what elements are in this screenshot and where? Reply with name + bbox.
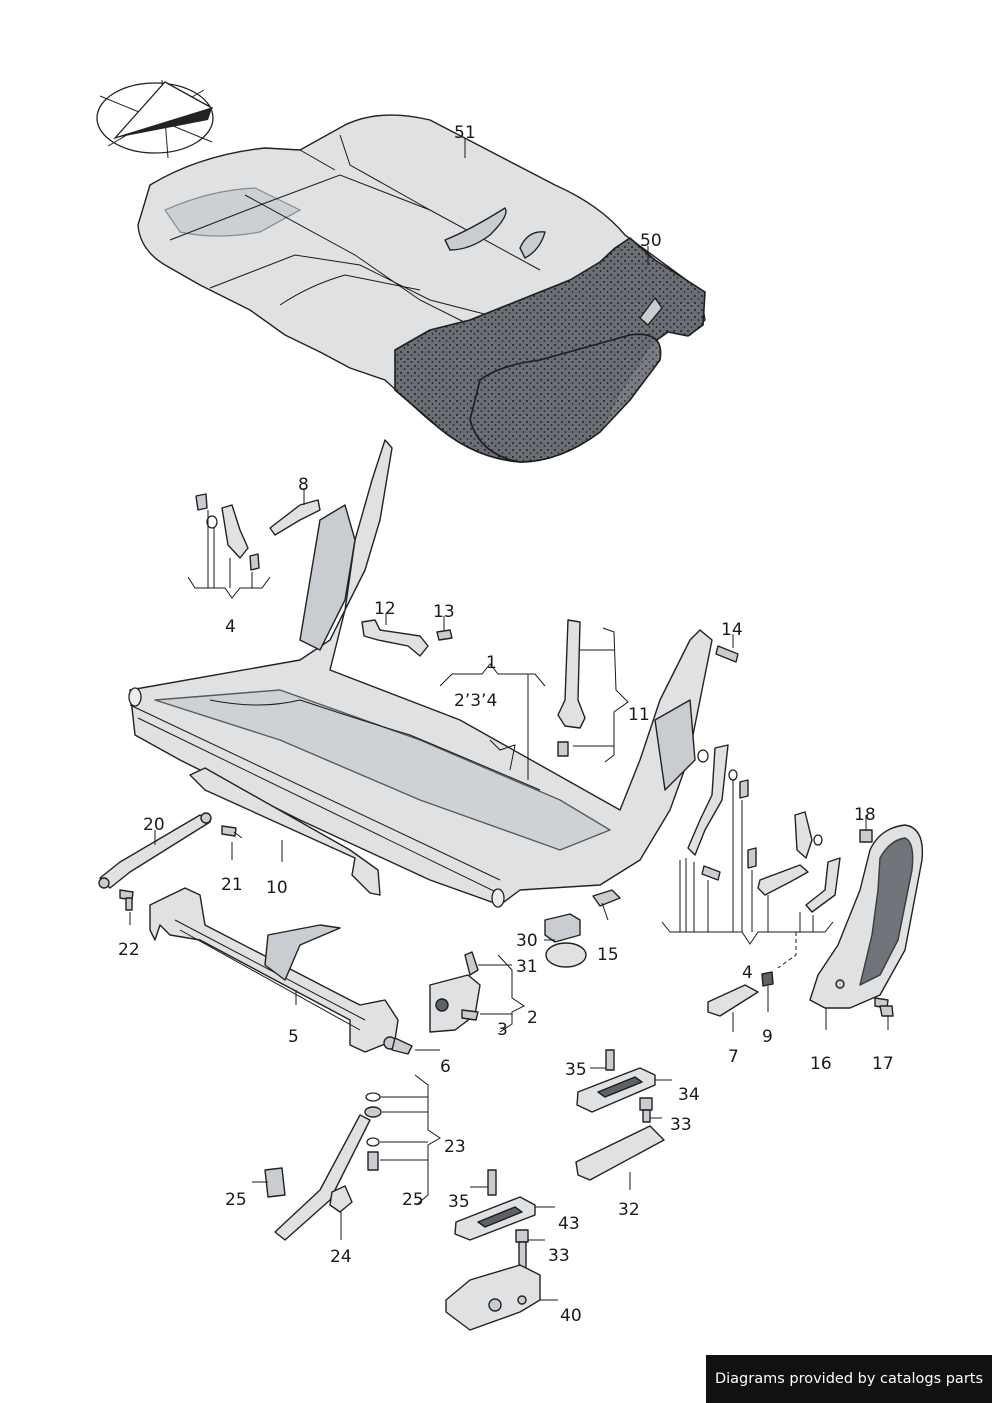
callout-35a: 35 <box>565 1060 587 1080</box>
bolt-part-14 <box>715 645 739 663</box>
callout-13: 13 <box>433 602 455 622</box>
callout-25b: 25 <box>402 1190 424 1210</box>
callout-33b: 33 <box>548 1246 570 1266</box>
rail-part-32 <box>575 1125 665 1181</box>
callout-25a: 25 <box>225 1190 247 1210</box>
callout-4b: 4 <box>742 963 753 983</box>
callout-14: 14 <box>721 620 743 640</box>
callout-6: 6 <box>440 1057 451 1077</box>
callout-10: 10 <box>266 878 288 898</box>
callout-11: 11 <box>628 705 650 725</box>
screw-part-33b <box>515 1229 529 1271</box>
latch-part-2 <box>429 951 481 1033</box>
bolt-part-22 <box>119 889 134 911</box>
seat-foam-pad <box>394 237 706 463</box>
callout-31: 31 <box>516 957 538 977</box>
cover-part-34 <box>576 1067 656 1113</box>
lever-parts-group-4b <box>687 744 841 913</box>
callout-3: 3 <box>497 1020 508 1040</box>
bolt-part-21 <box>221 825 243 839</box>
callout-24: 24 <box>330 1247 352 1267</box>
bolt-part-13 <box>436 629 453 641</box>
callout-2: 2 <box>527 1008 538 1028</box>
callout-7: 7 <box>728 1047 739 1067</box>
callout-21: 21 <box>221 875 243 895</box>
footer-text: Diagrams provided by catalogs parts <box>714 1371 984 1387</box>
callout-8: 8 <box>298 475 309 495</box>
latch-part-40 <box>445 1264 541 1331</box>
screw-part-35a <box>605 1049 615 1071</box>
callout-2-3-4: 2’3’4 <box>454 691 497 711</box>
callout-18: 18 <box>854 805 876 825</box>
lever-parts-group-4 <box>195 493 321 571</box>
callout-40: 40 <box>560 1306 582 1326</box>
bracket-part-11 <box>557 619 586 757</box>
gas-strut-part-20 <box>98 812 212 889</box>
callout-32: 32 <box>618 1200 640 1220</box>
clip-part-24 <box>329 1185 353 1213</box>
screw-part-33a <box>639 1097 653 1123</box>
callout-51: 51 <box>454 123 476 143</box>
leader-lines <box>129 138 889 1301</box>
callout-1: 1 <box>486 653 497 673</box>
screw-part-35b <box>487 1169 497 1196</box>
callout-23: 23 <box>444 1137 466 1157</box>
callout-35b: 35 <box>448 1192 470 1212</box>
slide-mechanism-part-5 <box>149 887 413 1055</box>
callout-16: 16 <box>810 1054 832 1074</box>
bolt-part-18 <box>859 829 873 843</box>
callout-34: 34 <box>678 1085 700 1105</box>
seat-frame <box>128 439 713 908</box>
side-trim-part-16 <box>809 824 924 1009</box>
callout-labels: 51 50 8 4 12 13 14 1 2’3’4 11 18 20 21 1… <box>118 123 894 1326</box>
callout-15: 15 <box>597 945 619 965</box>
callout-9: 9 <box>762 1027 773 1047</box>
callout-33a: 33 <box>670 1115 692 1135</box>
callout-4a: 4 <box>225 617 236 637</box>
callout-12: 12 <box>374 599 396 619</box>
bolt-part-17 <box>874 997 894 1017</box>
callout-17: 17 <box>872 1054 894 1074</box>
orientation-compass-icon <box>96 79 214 159</box>
footer-credit: Diagrams provided by catalogs parts <box>706 1355 992 1403</box>
callout-5: 5 <box>288 1027 299 1047</box>
cap-part-30 <box>544 913 587 968</box>
callout-50: 50 <box>640 231 662 251</box>
bushing-part-25 <box>264 1167 286 1198</box>
callout-43: 43 <box>558 1214 580 1234</box>
strap-part-12 <box>361 619 429 657</box>
cover-part-7 <box>707 984 759 1017</box>
callout-30: 30 <box>516 931 538 951</box>
clip-part-9 <box>761 971 774 987</box>
bracket-part-10 <box>189 767 381 896</box>
callout-20: 20 <box>143 815 165 835</box>
strut-part-23 <box>274 1092 382 1241</box>
cover-part-43 <box>454 1196 536 1241</box>
pad-part-15 <box>592 889 621 907</box>
callout-22: 22 <box>118 940 140 960</box>
